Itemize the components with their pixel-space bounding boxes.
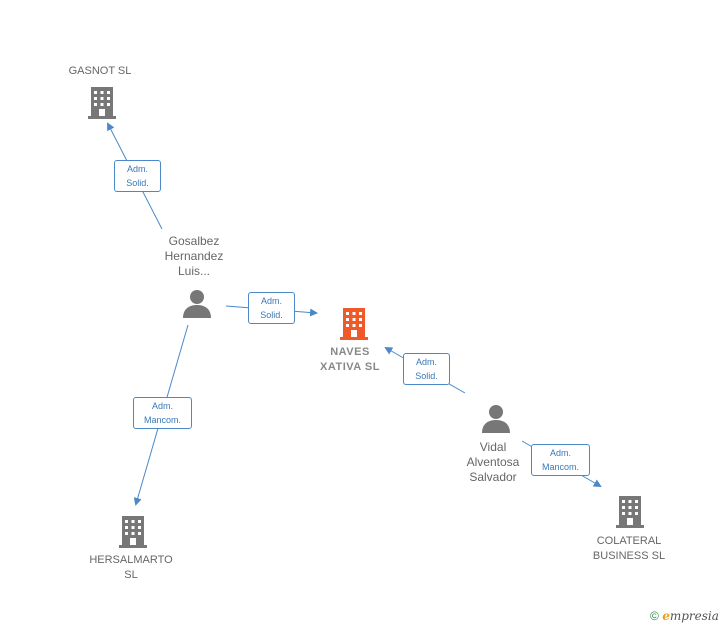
person-icon[interactable] [481,404,511,434]
footer-brand: © empresia [650,609,719,623]
building-icon[interactable] [614,494,646,528]
building-icon[interactable] [86,85,118,119]
copyright-symbol: © [650,609,659,623]
edge-label-vidal-naves: Adm. Solid. [403,353,450,385]
edge-label-vidal-colateral: Adm. Mancom. [531,444,590,476]
node-label-colateral[interactable]: COLATERAL BUSINESS SL [592,535,666,562]
node-label-naves[interactable]: NAVES XATIVA SL [320,346,380,373]
edge-label-gosalbez-gasnot: Adm. Solid. [114,160,161,192]
building-icon[interactable] [117,514,149,548]
node-label-gasnot[interactable]: GASNOT SL [68,65,132,77]
node-label-hersalmarto[interactable]: HERSALMARTO SL [89,554,173,581]
building-icon-main[interactable] [338,306,370,340]
edge-label-gosalbez-hersalmarto: Adm. Mancom. [133,397,192,429]
person-icon[interactable] [182,289,212,319]
node-label-vidal[interactable]: Vidal Alventosa Salvador [466,440,520,484]
node-label-gosalbez[interactable]: Gosalbez Hernandez Luis... [164,234,224,278]
brand-logo: empresia [662,609,719,623]
edge-label-gosalbez-naves: Adm. Solid. [248,292,295,324]
